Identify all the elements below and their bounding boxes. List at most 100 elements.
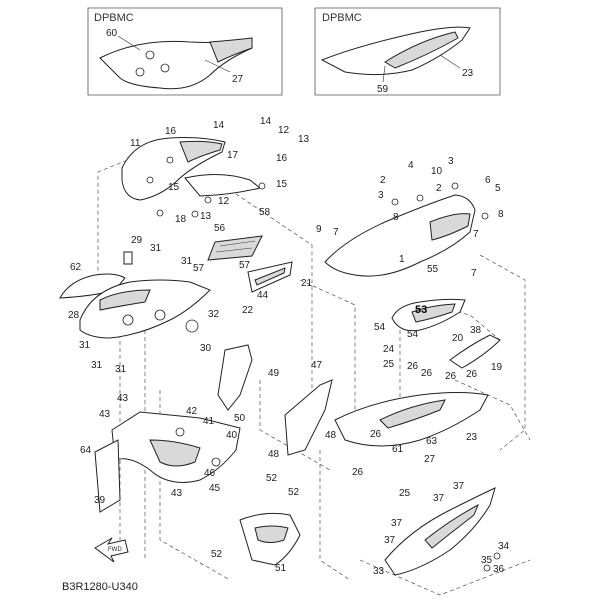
callout-46: 46 [204, 468, 216, 479]
bolt-icon [191, 210, 199, 218]
inset-title-left: DPBMC [94, 12, 134, 24]
callout-44: 44 [257, 290, 269, 301]
bolt-icon [175, 427, 185, 437]
callout-52b: 52 [288, 487, 300, 498]
callout-26b: 26 [421, 368, 433, 379]
grommet-icon [122, 314, 134, 326]
inner-panel-47 [284, 379, 333, 456]
inset-cover-detail [209, 37, 253, 63]
callout-17: 17 [227, 150, 239, 161]
callout-31b: 31 [181, 256, 193, 267]
callout-6: 6 [485, 175, 491, 186]
callout-21: 21 [301, 278, 313, 289]
callout-43c: 43 [171, 488, 183, 499]
callout-12b: 12 [218, 196, 230, 207]
callout-28: 28 [68, 310, 80, 321]
callout-26a: 26 [407, 361, 419, 372]
callout-35: 35 [481, 555, 493, 566]
inset-label-60: 60 [106, 28, 118, 39]
callout-34: 34 [498, 541, 510, 552]
upper-cowl-right-panel [324, 194, 476, 277]
callout-36: 36 [493, 564, 505, 575]
bolt-icon [481, 212, 489, 220]
inset-box-right: DPBMC 23 59 [314, 7, 501, 96]
callout-31d: 31 [91, 360, 103, 371]
inset-box-left: DPBMC 60 27 [87, 7, 283, 96]
bolt-icon [451, 182, 459, 190]
callout-55: 55 [427, 264, 439, 275]
callout-48a: 48 [325, 430, 337, 441]
callout-3b: 3 [378, 190, 384, 201]
callout-14a: 14 [213, 120, 225, 131]
callout-47: 47 [311, 360, 323, 371]
callout-37d: 37 [384, 535, 396, 546]
callout-27: 27 [424, 454, 436, 465]
center-panel-49 [217, 344, 253, 411]
bracket-assembly-upper [156, 173, 266, 218]
inset-label-59: 59 [377, 84, 389, 95]
stay-bracket [184, 173, 262, 197]
callout-33: 33 [373, 566, 385, 577]
callout-38: 38 [470, 325, 482, 336]
inset-frame-right [314, 7, 501, 96]
callout-54b: 54 [407, 329, 419, 340]
callout-31e: 31 [115, 364, 127, 375]
callout-13b: 13 [200, 211, 212, 222]
inset-bolt [135, 67, 145, 77]
under-cowl-51 [239, 512, 301, 566]
callout-43b: 43 [99, 409, 111, 420]
callout-41: 41 [203, 416, 215, 427]
center-panel-47 [284, 379, 333, 456]
callout-23: 23 [466, 432, 478, 443]
bolt-icon [391, 198, 399, 206]
clip-29 [123, 251, 133, 265]
callout-3a: 3 [448, 156, 454, 167]
callout-10: 10 [431, 166, 443, 177]
bracket-21 [247, 261, 293, 293]
callout-22: 22 [242, 305, 254, 316]
side-panel [94, 439, 121, 513]
lower-cowl-right [384, 487, 501, 576]
callout-63: 63 [426, 436, 438, 447]
callout-4: 4 [408, 160, 414, 171]
callout-52c: 52 [211, 549, 223, 560]
callout-26d: 26 [466, 369, 478, 380]
upper-cowl-right [324, 182, 489, 277]
bolt-icon [258, 182, 266, 190]
callout-64: 64 [80, 445, 92, 456]
lower-cowl-left [111, 411, 241, 483]
stay-21-slot [254, 267, 286, 286]
forward-arrow-icon: FWD [94, 537, 129, 563]
grommet-icon [185, 319, 199, 333]
callout-61: 61 [392, 444, 404, 455]
callout-29: 29 [131, 235, 143, 246]
callout-1: 1 [399, 254, 405, 265]
callout-32: 32 [208, 309, 220, 320]
callout-7c: 7 [471, 268, 477, 279]
callout-7a: 7 [333, 227, 339, 238]
guide-line [479, 254, 526, 451]
callout-11: 11 [130, 138, 141, 149]
callout-25b: 25 [399, 488, 411, 499]
callout-16b: 16 [276, 153, 288, 164]
callout-54a: 54 [374, 322, 386, 333]
inset-label-23: 23 [462, 68, 474, 79]
callout-37b: 37 [433, 493, 445, 504]
bolt-icon [483, 564, 491, 572]
bolt-icon [416, 194, 424, 202]
fwd-label: FWD [108, 547, 122, 553]
mesh-lines [215, 240, 256, 253]
callout-39: 39 [94, 495, 106, 506]
bolt-icon [204, 196, 212, 204]
callout-57b: 57 [239, 260, 251, 271]
callout-37a: 37 [453, 481, 465, 492]
inner-cowl-recess [99, 289, 151, 311]
inset-title-right: DPBMC [322, 12, 362, 24]
grommet-icon [154, 309, 166, 321]
inset-bolt [160, 63, 170, 73]
guide-line [454, 379, 531, 441]
fwd-arrow-shape [94, 537, 129, 563]
guide-line [259, 380, 331, 471]
